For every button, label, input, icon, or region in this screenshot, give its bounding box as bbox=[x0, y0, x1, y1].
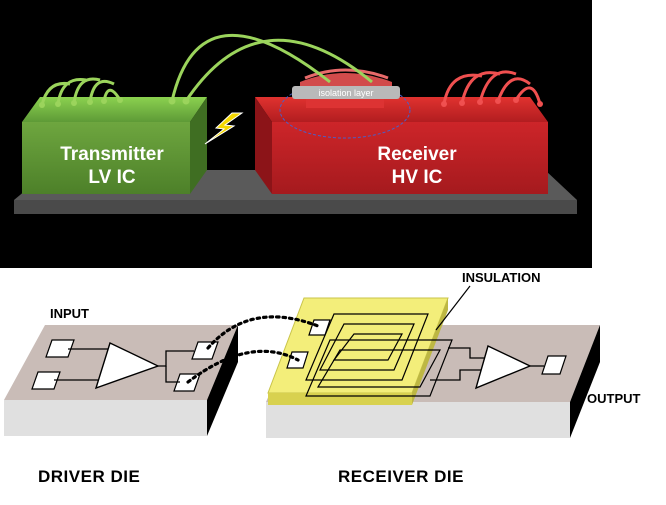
receiver-wire-ends bbox=[441, 97, 543, 107]
driver-die-label: DRIVER DIE bbox=[38, 467, 140, 486]
input-label: INPUT bbox=[50, 306, 89, 321]
platform-edge bbox=[14, 200, 577, 214]
transmitter-bond-wires bbox=[40, 77, 122, 106]
cross-wire-ends bbox=[168, 97, 190, 105]
transmitter-wire-ends bbox=[39, 97, 123, 108]
top-panel: Transmitter LV IC Receiver HV IC isolati… bbox=[0, 0, 592, 268]
driver-amplifier-triangle-icon bbox=[94, 342, 160, 390]
insulation-label: INSULATION bbox=[462, 270, 540, 285]
transmitter-label-line2: LV IC bbox=[88, 167, 135, 188]
receiver-die bbox=[266, 285, 600, 438]
cross-bond-wires bbox=[170, 33, 373, 102]
bottom-bond-wires bbox=[186, 315, 320, 384]
receiver-label-line2: HV IC bbox=[392, 167, 443, 188]
receiver-bond-wires bbox=[442, 70, 542, 105]
transmitter-block: Transmitter LV IC bbox=[22, 97, 207, 194]
output-label: OUTPUT bbox=[587, 391, 641, 406]
lightning-bolt-icon bbox=[204, 112, 244, 145]
transmitter-label-line1: Transmitter bbox=[60, 144, 164, 165]
receiver-label-line1: Receiver bbox=[377, 144, 457, 165]
isolation-layer-label: isolation layer bbox=[318, 88, 373, 98]
receiver-amplifier-triangle-icon bbox=[474, 345, 532, 390]
driver-die bbox=[4, 325, 238, 436]
bottom-panel: INPUT INSULATION OUTPUT DRIVER DIE RECEI… bbox=[4, 270, 641, 486]
receiver-die-label: RECEIVER DIE bbox=[338, 467, 464, 486]
receiver-block: Receiver HV IC bbox=[255, 97, 548, 194]
